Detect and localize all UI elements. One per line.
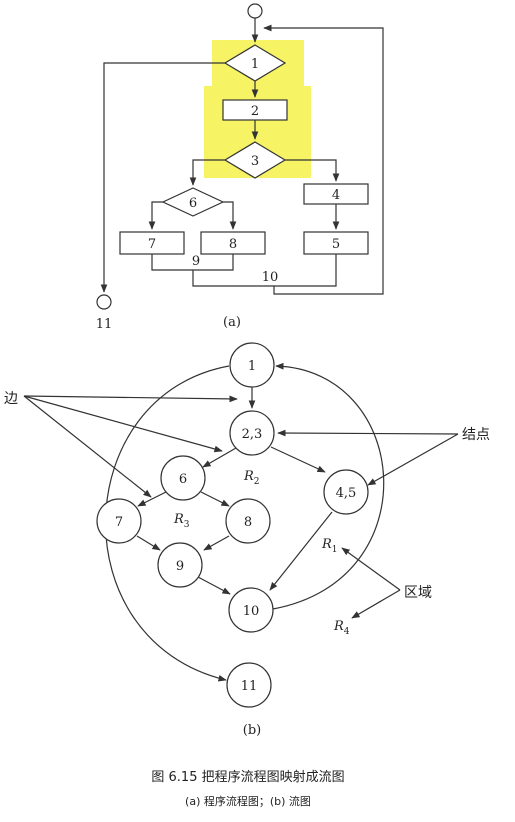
fg-edge-10-1 bbox=[272, 362, 385, 610]
fg-node-1-label: 1 bbox=[248, 359, 256, 374]
flowchart-node-11-label: 11 bbox=[96, 317, 113, 332]
annotation-region-label: 区域 bbox=[404, 585, 432, 601]
fg-edge-23-6 bbox=[202, 447, 237, 468]
flowchart-junction-9-label: 9 bbox=[192, 254, 200, 269]
annotation-edge-label: 边 bbox=[4, 391, 18, 407]
fg-node-4-5 bbox=[323, 469, 369, 515]
fg-node-8 bbox=[225, 498, 271, 544]
fg-node-2-3-label: 2,3 bbox=[242, 427, 263, 442]
flowchart-node-4-label: 4 bbox=[332, 188, 340, 203]
caption-title: 图 6.15 把程序流程图映射成流图 bbox=[151, 769, 344, 785]
flowchart-node-8-label: 8 bbox=[229, 237, 237, 252]
annotation-region-arrow-1 bbox=[341, 547, 401, 591]
edge-10-loop-to-1 bbox=[263, 24, 384, 295]
flowchart-decision-6 bbox=[161, 187, 225, 217]
annotation-edge-arrow-1 bbox=[23, 395, 238, 403]
region-r4-label: R4 bbox=[333, 619, 350, 637]
part-b-label: (b) bbox=[243, 723, 261, 738]
annotation-edge-arrow-3 bbox=[23, 395, 152, 498]
fg-edge-45-10 bbox=[269, 511, 333, 591]
region-r2-label: R2 bbox=[243, 469, 260, 487]
fg-node-8-label: 8 bbox=[244, 515, 252, 530]
fg-edge-8-9 bbox=[203, 535, 230, 551]
region-r3-label: R3 bbox=[173, 512, 190, 530]
edge-1-11 bbox=[100, 62, 225, 293]
fg-node-9-label: 9 bbox=[176, 559, 184, 574]
flowchart-junction-10-label: 10 bbox=[262, 270, 279, 285]
fg-edge-7-9 bbox=[136, 535, 161, 551]
flowchart-node-6-label: 6 bbox=[189, 196, 197, 211]
flowchart-node-5-label: 5 bbox=[332, 237, 340, 252]
edge-6-7 bbox=[148, 201, 163, 230]
flowchart-node-3-label: 3 bbox=[251, 154, 259, 169]
fg-edge-23-45 bbox=[270, 446, 326, 473]
fg-node-11 bbox=[226, 662, 272, 708]
annotation-edge-arrow-2 bbox=[23, 395, 223, 453]
flow-graph: 1 2,3 6 4,5 7 8 9 10 11 R2 R3 R1 R4 边 bbox=[4, 342, 490, 738]
fg-edge-6-7 bbox=[137, 491, 167, 507]
fg-node-9 bbox=[157, 542, 203, 588]
flowchart-node-2-label: 2 bbox=[251, 104, 259, 119]
figure-caption: 图 6.15 把程序流程图映射成流图 (a) 程序流程图；(b) 流图 bbox=[151, 769, 344, 808]
annotation-node-label: 结点 bbox=[462, 427, 490, 443]
flowchart-node-7-label: 7 bbox=[148, 237, 156, 252]
edge-3-6 bbox=[189, 159, 225, 186]
fg-edge-6-8 bbox=[200, 491, 230, 507]
end-circle-11 bbox=[96, 294, 112, 310]
flowchart-decision-3 bbox=[223, 141, 287, 179]
flowchart-node-1-label: 1 bbox=[251, 57, 259, 72]
fg-node-6-label: 6 bbox=[179, 472, 187, 487]
fg-node-1 bbox=[229, 342, 275, 388]
annotation-node-arrow-2 bbox=[367, 433, 459, 486]
part-a-label: (a) bbox=[223, 315, 241, 330]
fg-edge-9-10 bbox=[197, 576, 231, 595]
edge-6-8 bbox=[223, 201, 237, 230]
edge-9-10 bbox=[192, 254, 337, 287]
fg-node-11-label: 11 bbox=[241, 679, 258, 694]
annotation-region-arrow-2 bbox=[351, 589, 401, 619]
annotation-node-arrow-1 bbox=[277, 429, 459, 437]
edge-3-4 bbox=[285, 159, 340, 182]
caption-subtitle: (a) 程序流程图；(b) 流图 bbox=[185, 794, 311, 808]
start-circle bbox=[247, 3, 263, 19]
region-r1-label: R1 bbox=[321, 537, 338, 555]
fg-node-7 bbox=[96, 498, 142, 544]
fg-node-2-3 bbox=[229, 410, 275, 456]
fg-node-6 bbox=[160, 455, 206, 501]
fg-node-4-5-label: 4,5 bbox=[336, 486, 357, 501]
fg-node-7-label: 7 bbox=[115, 515, 123, 530]
program-flowchart: 1 2 3 6 7 8 4 5 bbox=[96, 3, 384, 332]
fg-node-10-label: 10 bbox=[243, 604, 260, 619]
fg-node-10 bbox=[228, 587, 274, 633]
